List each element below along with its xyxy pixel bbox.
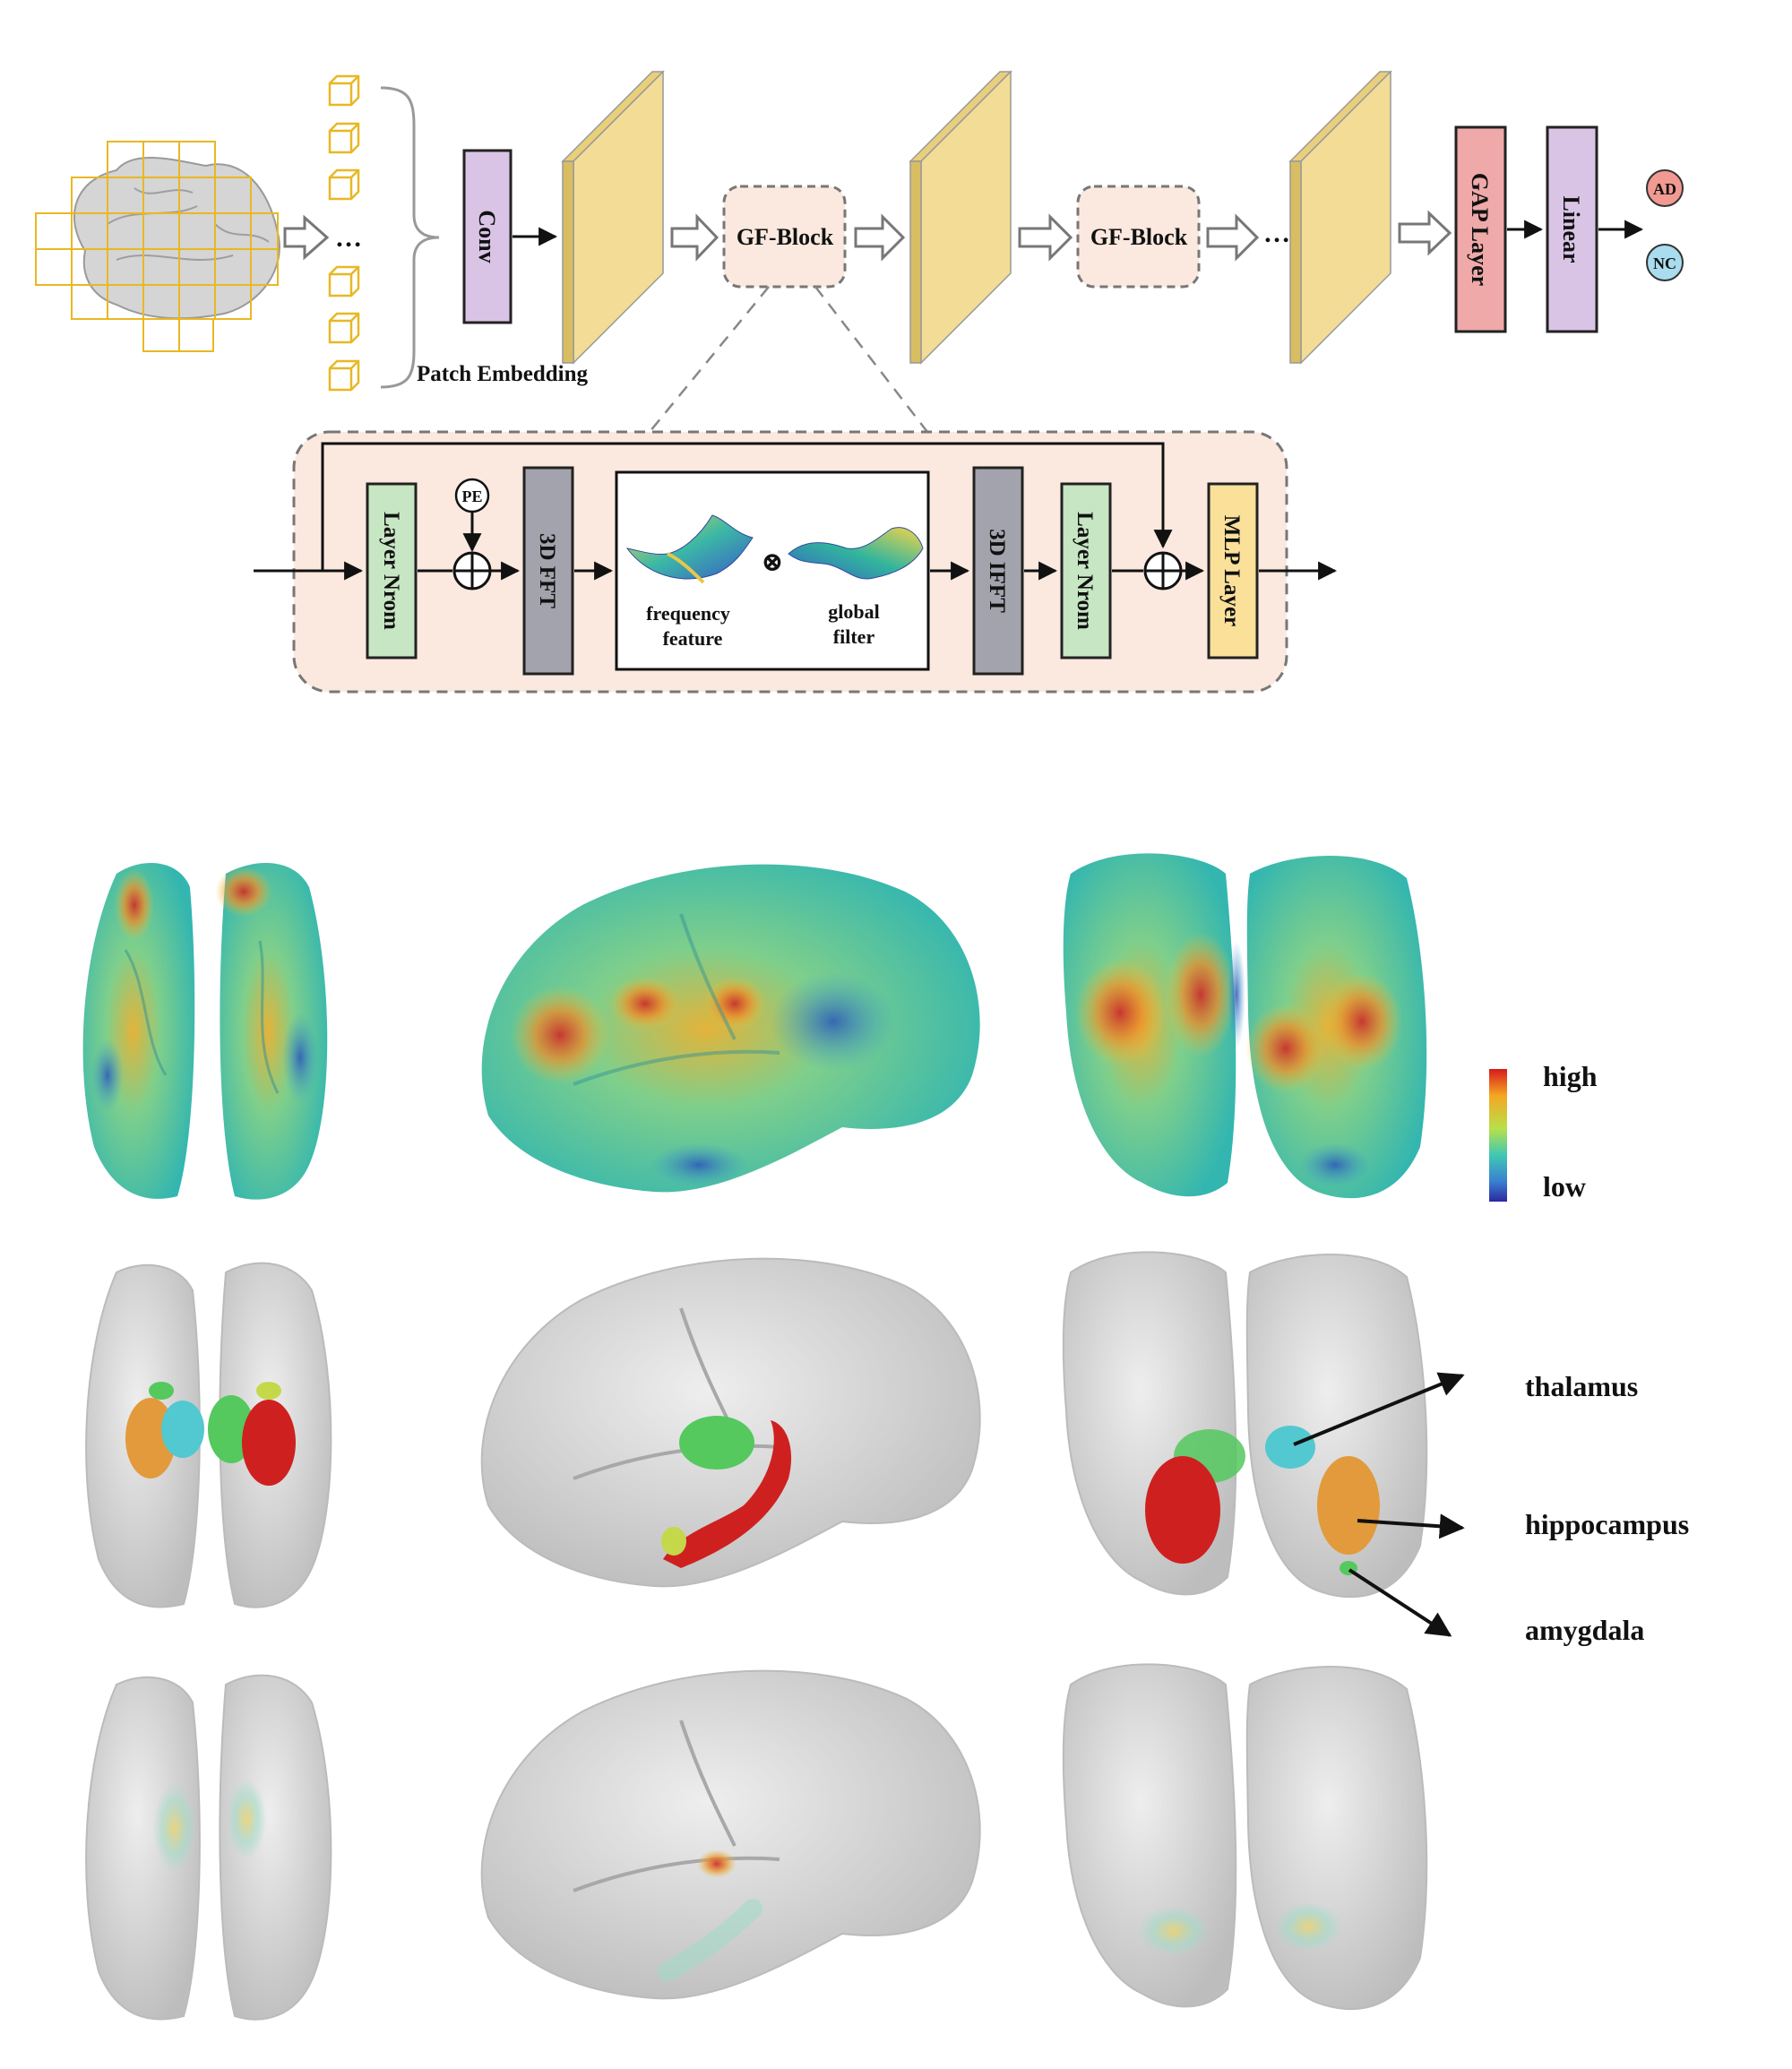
hollow-arrow-4 — [1018, 213, 1073, 262]
hollow-arrow-5 — [1206, 213, 1260, 262]
frequency-feature-label-line1: frequency — [646, 602, 730, 625]
amygdala-label: amygdala — [1525, 1614, 1644, 1646]
feature-map-3 — [1288, 70, 1392, 365]
mlp-layer-label: MLP Layer — [1219, 515, 1244, 626]
fft-label: 3D FFT — [535, 533, 559, 608]
activation-brain-lateral-view — [480, 1669, 981, 2000]
conv-box — [462, 149, 513, 324]
feature-map-2 — [909, 70, 1012, 365]
gf-block-2-label: GF-Block — [1090, 224, 1188, 250]
hollow-arrow-3 — [854, 213, 906, 262]
gf-block-1-label: GF-Block — [737, 224, 834, 250]
region-brain-front-view — [1062, 1251, 1428, 1599]
gap-layer-box — [1454, 125, 1507, 333]
mlp-layer-box — [1207, 482, 1259, 659]
thalamus-label: thalamus — [1525, 1370, 1638, 1402]
colorbar-low-label: low — [1543, 1170, 1586, 1203]
global-filter-surface — [788, 527, 924, 580]
colorbar-high-label: high — [1543, 1060, 1598, 1092]
hippocampus-label: hippocampus — [1525, 1508, 1689, 1540]
block-ellipsis: … — [1263, 219, 1290, 248]
hollow-arrow-2 — [670, 213, 719, 262]
gf-block-1 — [722, 185, 847, 289]
feature-map-1 — [561, 70, 665, 365]
nc-label: NC — [1653, 254, 1676, 272]
activation-brain-top-view — [85, 1674, 332, 2021]
layer-norm-1-box — [366, 482, 418, 659]
add-node-2 — [1143, 551, 1183, 591]
conv-label: Conv — [474, 210, 500, 263]
hollow-arrow-1 — [283, 214, 330, 261]
frequency-feature-label-line2: feature — [663, 627, 723, 650]
hollow-arrow-6 — [1398, 210, 1452, 256]
heatmap-brain-front-view — [1063, 853, 1427, 1199]
layer-norm-2-box — [1060, 482, 1112, 659]
ad-output — [1646, 169, 1684, 207]
ifft-box — [972, 466, 1024, 676]
pe-label: PE — [461, 487, 482, 505]
fft-box — [522, 466, 574, 676]
multiply-symbol: ⊗ — [761, 547, 783, 577]
gf-block-2 — [1076, 185, 1201, 289]
region-brain-top-view — [85, 1262, 332, 1608]
gap-layer-label: GAP Layer — [1467, 173, 1493, 286]
global-filter-label-line2: filter — [833, 625, 875, 648]
patch-cubes — [328, 74, 360, 392]
heatmap-brain-top-view — [82, 863, 328, 1200]
global-filter-label-line1: global — [828, 600, 879, 623]
linear-label: Linear — [1558, 195, 1584, 263]
heatmap-brain-lateral-view — [481, 864, 980, 1193]
ifft-label: 3D IFFT — [985, 529, 1009, 613]
patch-embedding-label: Patch Embedding — [417, 362, 589, 386]
activation-brain-front-view — [1062, 1663, 1428, 2011]
heatmap-colorbar — [1489, 1069, 1507, 1202]
region-brain-lateral-view — [480, 1257, 981, 1588]
layer-norm-1-label: Layer Nrom — [379, 512, 403, 630]
linear-box — [1546, 125, 1598, 333]
frequency-feature-surface — [625, 514, 754, 584]
patch-brace — [380, 86, 440, 389]
patch-ellipsis: … — [335, 223, 362, 253]
ad-label: AD — [1653, 180, 1676, 198]
add-node-1 — [452, 551, 492, 591]
nc-output — [1646, 244, 1684, 281]
input-brain-with-patch-grid — [35, 141, 280, 352]
layer-norm-2-label: Layer Nrom — [1073, 512, 1097, 630]
